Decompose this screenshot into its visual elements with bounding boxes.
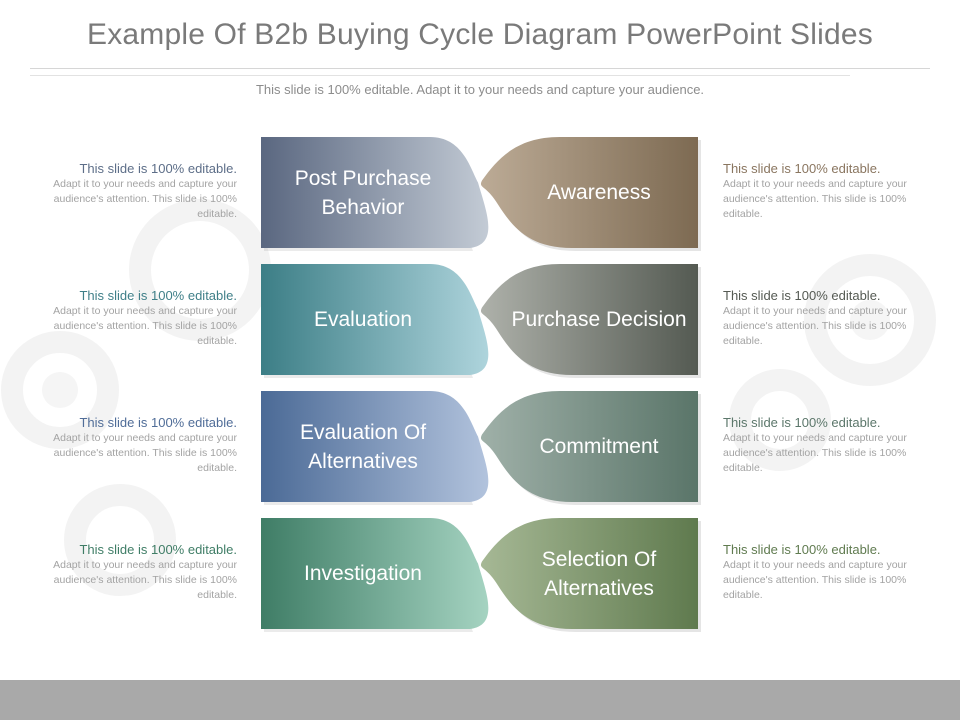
- left-ribbon-shape-3: [261, 391, 489, 502]
- stage-label-awareness: Awareness: [547, 181, 651, 204]
- right-description-3-body: Adapt it to your needs and capture your …: [723, 432, 907, 474]
- right-description-4-body: Adapt it to your needs and capture your …: [723, 559, 907, 601]
- stage-label-commitment: Commitment: [539, 435, 659, 458]
- footer-bar: [0, 680, 960, 720]
- left-description-2-head: This slide is 100% editable.: [79, 288, 237, 303]
- left-description-1-body: Adapt it to your needs and capture your …: [53, 178, 237, 220]
- left-description-2: This slide is 100% editable. Adapt it to…: [37, 288, 237, 349]
- left-description-4: This slide is 100% editable. Adapt it to…: [37, 542, 237, 603]
- stage-label-purchase-decision: Purchase Decision: [511, 308, 687, 331]
- left-description-3: This slide is 100% editable. Adapt it to…: [37, 415, 237, 476]
- stage-label-evaluation: Evaluation: [313, 308, 413, 331]
- right-description-2: This slide is 100% editable. Adapt it to…: [723, 288, 923, 349]
- right-description-4: This slide is 100% editable. Adapt it to…: [723, 542, 923, 603]
- right-ribbon-shape-1: [480, 137, 698, 248]
- left-ribbon-shape-2: [261, 264, 489, 375]
- right-description-1: This slide is 100% editable. Adapt it to…: [723, 161, 923, 222]
- title-divider-top: [30, 68, 930, 69]
- left-description-3-body: Adapt it to your needs and capture your …: [53, 432, 237, 474]
- right-description-1-head: This slide is 100% editable.: [723, 161, 881, 176]
- stage-label-post-purchase-behavior: Post Purchase Behavior: [294, 166, 432, 219]
- background-gears-watermark: [1, 199, 936, 596]
- slide-title: Example Of B2b Buying Cycle Diagram Powe…: [87, 18, 873, 51]
- right-description-2-body: Adapt it to your needs and capture your …: [723, 305, 907, 347]
- right-ribbon-shape-2: [480, 264, 698, 375]
- left-description-1-head: This slide is 100% editable.: [79, 161, 237, 176]
- left-ribbon-shape-1: [261, 137, 489, 248]
- right-description-4-head: This slide is 100% editable.: [723, 542, 881, 557]
- left-ribbon-shape-4: [261, 518, 489, 629]
- right-description-3-head: This slide is 100% editable.: [723, 415, 881, 430]
- left-description-4-body: Adapt it to your needs and capture your …: [53, 559, 237, 601]
- stage-label-selection-of-alternatives: Selection Of Alternatives: [541, 547, 657, 600]
- stage-label-evaluation-of-alternatives: Evaluation Of Alternatives: [299, 420, 427, 473]
- right-description-2-head: This slide is 100% editable.: [723, 288, 881, 303]
- left-description-1: This slide is 100% editable. Adapt it to…: [37, 161, 237, 222]
- title-divider-bottom: [30, 75, 850, 76]
- left-description-2-body: Adapt it to your needs and capture your …: [53, 305, 237, 347]
- right-ribbon-shape-3: [480, 391, 698, 502]
- stage-label-investigation: Investigation: [304, 562, 422, 585]
- left-description-3-head: This slide is 100% editable.: [79, 415, 237, 430]
- right-description-1-body: Adapt it to your needs and capture your …: [723, 178, 907, 220]
- right-ribbon-shape-4: [480, 518, 698, 629]
- right-description-3: This slide is 100% editable. Adapt it to…: [723, 415, 923, 476]
- slide-subtitle: This slide is 100% editable. Adapt it to…: [255, 82, 705, 97]
- left-description-4-head: This slide is 100% editable.: [79, 542, 237, 557]
